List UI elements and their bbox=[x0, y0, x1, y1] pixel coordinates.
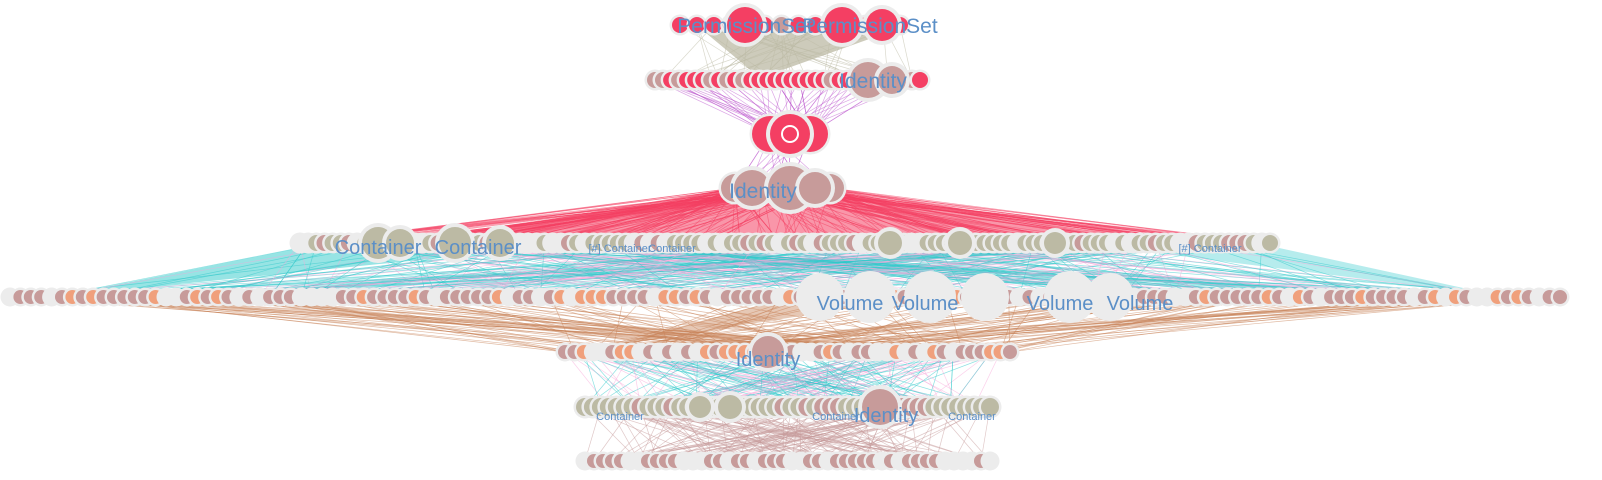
graph-node-large[interactable] bbox=[766, 110, 814, 158]
graph-node-large[interactable] bbox=[796, 273, 844, 321]
node-label-container-row8-2: Container bbox=[812, 411, 860, 423]
central-node-marker bbox=[781, 125, 799, 143]
graph-edge bbox=[280, 296, 566, 353]
graph-node[interactable] bbox=[1550, 287, 1570, 307]
graph-node[interactable] bbox=[980, 451, 1000, 471]
graph-node-large[interactable] bbox=[730, 166, 774, 210]
graph-node-large[interactable] bbox=[858, 385, 902, 429]
graph-node-large[interactable] bbox=[944, 227, 976, 259]
graph-edge bbox=[82, 296, 566, 353]
graph-node[interactable] bbox=[909, 69, 931, 91]
node-label-volume-4: Volume bbox=[1107, 293, 1174, 315]
graph-node[interactable] bbox=[1000, 342, 1020, 362]
graph-node-large[interactable] bbox=[904, 271, 956, 323]
graph-node-large[interactable] bbox=[795, 168, 835, 208]
node-label-permission-set-2: PermissionSet bbox=[802, 15, 938, 38]
graph-node[interactable] bbox=[669, 14, 691, 36]
graph-node-large[interactable] bbox=[723, 3, 767, 47]
graph-node[interactable] bbox=[1259, 232, 1281, 254]
graph-node-large[interactable] bbox=[874, 62, 910, 98]
node-label-permission-set-1: PermissionSet bbox=[677, 15, 813, 38]
node-label-container-row8-3: Container bbox=[948, 411, 996, 423]
graph-edge bbox=[165, 296, 1001, 353]
node-label-volume-3: Volume bbox=[1027, 293, 1094, 315]
graph-node-large[interactable] bbox=[382, 225, 418, 261]
node-label-identity-row7: Identity bbox=[736, 349, 800, 371]
graph-edge bbox=[1000, 296, 1020, 353]
graph-node-large[interactable] bbox=[874, 227, 906, 259]
graph-edge bbox=[259, 242, 301, 298]
graph-node-large[interactable] bbox=[435, 223, 475, 263]
node-layer bbox=[0, 3, 1570, 471]
node-label-container-1: Container bbox=[335, 237, 422, 259]
graph-node-large[interactable] bbox=[1044, 271, 1096, 323]
graph-node-large[interactable] bbox=[844, 271, 896, 323]
node-label-container-2: Container bbox=[435, 237, 522, 259]
graph-node-large[interactable] bbox=[685, 392, 715, 422]
graph-node[interactable] bbox=[703, 14, 725, 36]
graph-node-large[interactable] bbox=[1086, 273, 1134, 321]
graph-node[interactable] bbox=[771, 14, 792, 36]
node-label-container-small-1: [#] Container bbox=[589, 243, 652, 255]
graph-node[interactable] bbox=[978, 395, 1002, 419]
graph-edge bbox=[1000, 296, 1041, 353]
node-label-volume-1: Volume bbox=[817, 293, 884, 315]
node-label-volume-2: Volume bbox=[892, 293, 959, 315]
label-layer: PermissionSet PermissionSet Identity Ide… bbox=[335, 15, 1242, 427]
graph-node-large[interactable] bbox=[862, 5, 902, 45]
graph-edge bbox=[972, 296, 1248, 353]
graph-node-large[interactable] bbox=[961, 273, 1009, 321]
graph-node-large[interactable] bbox=[714, 391, 746, 423]
graph-node-large[interactable] bbox=[482, 225, 518, 261]
graph-edge bbox=[953, 296, 1540, 353]
node-label-container-row8-1: Container bbox=[596, 411, 644, 423]
graph-edge bbox=[30, 296, 698, 353]
graph-node[interactable] bbox=[788, 14, 809, 36]
node-label-container-small-2: Container bbox=[648, 243, 696, 255]
graph-node[interactable] bbox=[686, 14, 708, 36]
node-label-container-small-3: [#] Container bbox=[1179, 243, 1242, 255]
graph-node-large[interactable] bbox=[748, 332, 788, 372]
graph-node-large[interactable] bbox=[1040, 228, 1070, 258]
node-label-identity-row4: Identity bbox=[729, 180, 797, 203]
node-label-identity-row2: Identity bbox=[839, 70, 907, 93]
graph-node-large[interactable] bbox=[820, 3, 864, 47]
node-label-identity-row8: Identity bbox=[854, 405, 918, 427]
